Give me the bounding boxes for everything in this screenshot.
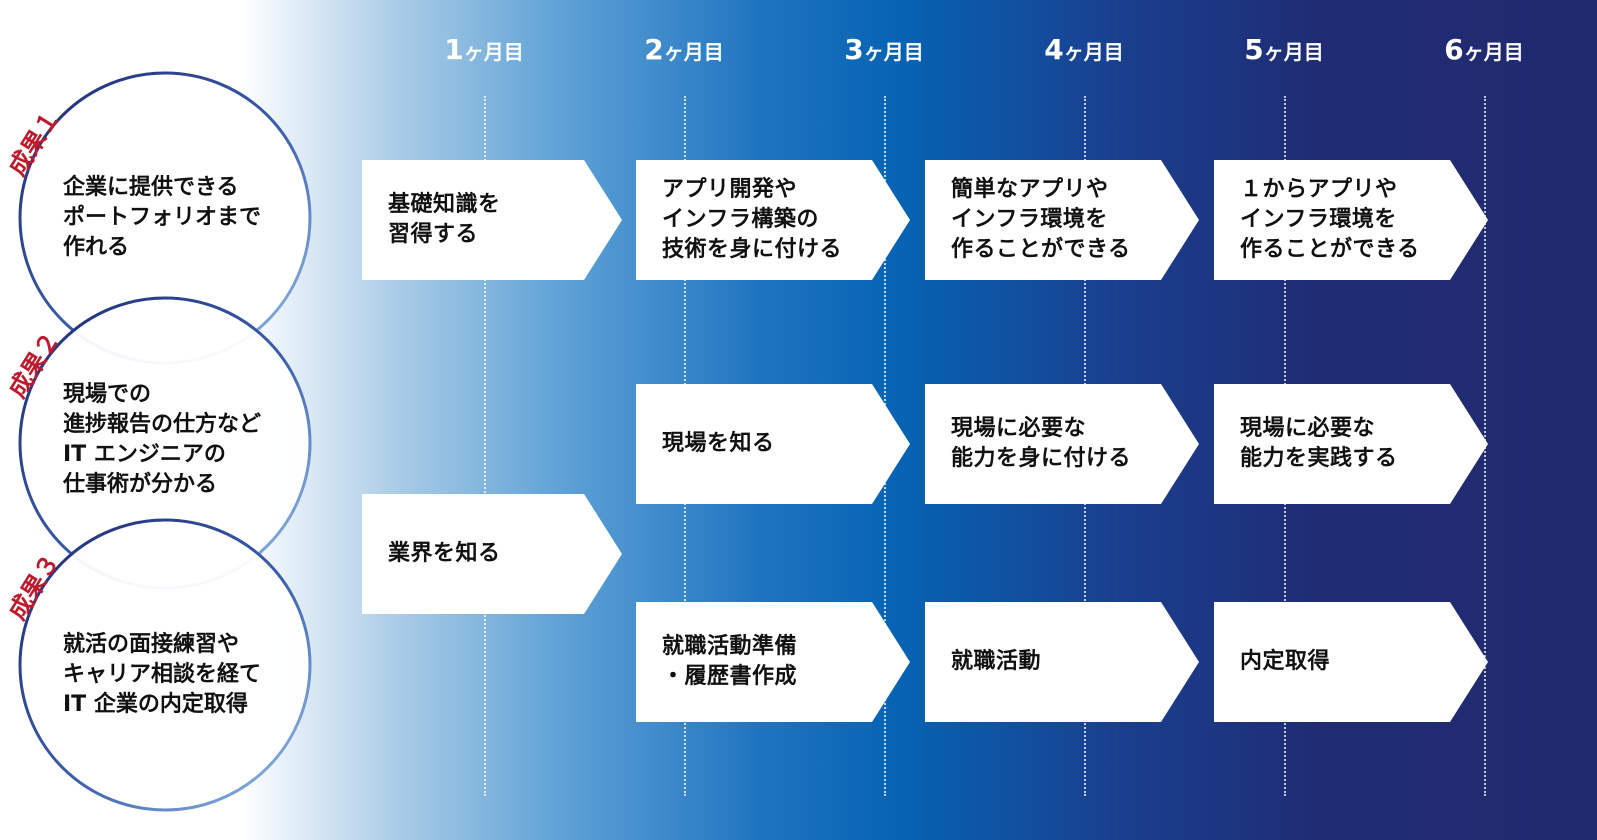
step-job-3: 内定取得 [1214, 602, 1488, 722]
month-header-4: 4ヶ月目 [1044, 33, 1124, 66]
month-header-5: 5ヶ月目 [1244, 33, 1324, 66]
step-skills-2: アプリ開発や インフラ構築の 技術を身に付ける [636, 160, 910, 280]
month-divider-1 [484, 96, 486, 796]
step-field-3: 現場に必要な 能力を実践する [1214, 384, 1488, 504]
step-skills-4: １からアプリや インフラ環境を 作ることができる [1214, 160, 1488, 280]
result-1-text: 企業に提供できる ポートフォリオまで 作れる [63, 175, 262, 260]
month-header-6: 6ヶ月目 [1444, 33, 1524, 66]
result-circles [18, 71, 312, 812]
step-field-2: 現場に必要な 能力を身に付ける [925, 384, 1199, 504]
result-circle-3 [18, 518, 312, 812]
month-header-1: 1ヶ月目 [444, 33, 524, 66]
step-skills-3: 簡単なアプリや インフラ環境を 作ることができる [925, 160, 1199, 280]
month-header-2: 2ヶ月目 [644, 33, 724, 66]
result-2-text: 現場での 進捗報告の仕方など IT エンジニアの 仕事術が分かる [63, 382, 262, 497]
month-header-3: 3ヶ月目 [844, 33, 924, 66]
result-3-text: 就活の面接練習や キャリア相談を経て IT 企業の内定取得 [63, 632, 262, 717]
step-industry: 業界を知る [362, 494, 622, 614]
step-field-1: 現場を知る [636, 384, 910, 504]
step-skills-1: 基礎知識を 習得する [362, 160, 622, 280]
step-job-2: 就職活動 [925, 602, 1199, 722]
step-job-1: 就職活動準備 ・履歴書作成 [636, 602, 910, 722]
